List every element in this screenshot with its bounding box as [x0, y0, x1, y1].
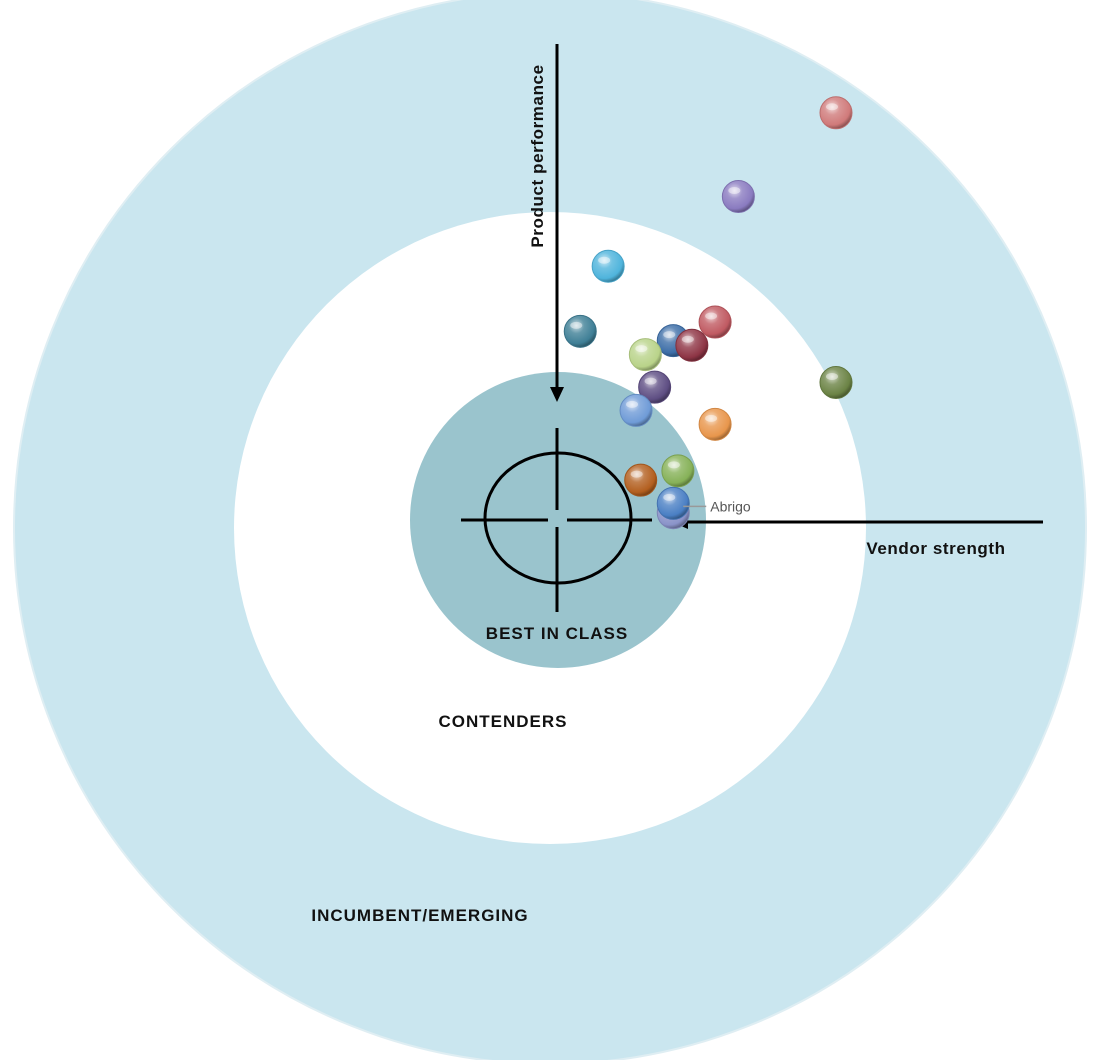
vendor-point-highlight	[626, 400, 639, 408]
best-in-class-label: BEST IN CLASS	[486, 624, 628, 643]
vendor-point	[591, 249, 625, 283]
vendor-point-ball	[819, 96, 853, 130]
vendor-point-ball	[619, 393, 653, 427]
vendor-point-ball	[591, 249, 625, 283]
crosshair-icon	[461, 428, 652, 612]
vendor-point-highlight	[705, 414, 718, 422]
vendor-point-highlight	[667, 461, 680, 469]
vendor-point-ball	[819, 366, 853, 399]
vendor-point: Abrigo	[656, 486, 751, 520]
vendor-point-ball	[638, 370, 672, 404]
vendor-point-ball	[628, 338, 662, 372]
vendor-point-highlight	[705, 312, 718, 320]
x-axis-label: Vendor strength	[866, 539, 1005, 558]
vendor-point	[624, 463, 658, 497]
vendor-point-ball	[698, 407, 732, 441]
vendor-point	[819, 366, 853, 399]
vendor-point-ball	[675, 328, 709, 362]
vendor-point-highlight	[826, 373, 838, 380]
vendor-point-highlight	[663, 493, 676, 501]
vendor-point-ball	[721, 180, 755, 213]
best-in-class-zone	[410, 372, 706, 668]
vendor-point-highlight	[630, 470, 643, 478]
vendor-point-highlight	[681, 335, 694, 343]
incumbent-emerging-label: INCUMBENT/EMERGING	[311, 906, 528, 925]
vendor-point	[661, 454, 695, 488]
vendor-point-label: Abrigo	[710, 498, 751, 514]
vendor-point-highlight	[728, 187, 741, 194]
vendor-point	[675, 328, 709, 362]
vendor-point	[721, 180, 755, 213]
vendor-point-highlight	[598, 256, 611, 264]
vendor-point-ball	[563, 314, 597, 348]
vendor-point	[619, 393, 653, 427]
contenders-label: CONTENDERS	[438, 712, 567, 731]
vendor-point-highlight	[644, 377, 657, 385]
vendor-point-ball	[698, 305, 732, 339]
vendor-point-ball	[656, 486, 690, 520]
vendor-point	[698, 407, 732, 441]
vendor-point-ball	[624, 463, 658, 497]
vendor-point	[563, 314, 597, 348]
vendor-point	[638, 370, 672, 404]
vendor-point-ball	[661, 454, 695, 488]
vendor-point-highlight	[570, 321, 583, 329]
vendor-point-highlight	[826, 103, 838, 111]
vendor-point	[819, 96, 853, 130]
vendor-point-highlight	[663, 331, 676, 339]
vendor-point	[628, 338, 662, 372]
vendor-points: Abrigo	[563, 96, 853, 530]
vendor-point-highlight	[635, 345, 648, 353]
product-performance-arrow	[550, 44, 564, 402]
vendor-point	[698, 305, 732, 339]
y-axis-label: Product performance	[528, 64, 547, 247]
